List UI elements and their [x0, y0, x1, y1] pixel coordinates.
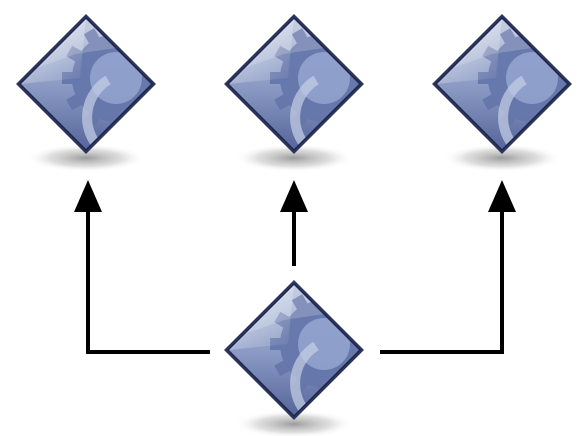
arrowhead-top-center [280, 180, 308, 212]
gear-diamond-icon [432, 14, 586, 172]
gear-diamond-icon [224, 14, 378, 172]
arrowhead-top-right [488, 180, 516, 212]
gear-diamond-icon [224, 280, 378, 436]
edges [74, 180, 516, 354]
arrowhead-top-left [74, 180, 102, 212]
node-top-left[interactable] [16, 14, 170, 172]
edge-bottom-to-top-left [86, 210, 210, 354]
edge-bottom-to-top-right [380, 210, 504, 354]
node-top-center[interactable] [224, 14, 378, 172]
node-bottom-center[interactable] [224, 280, 378, 436]
gear-diamond-icon [16, 14, 170, 172]
node-top-right[interactable] [432, 14, 586, 172]
